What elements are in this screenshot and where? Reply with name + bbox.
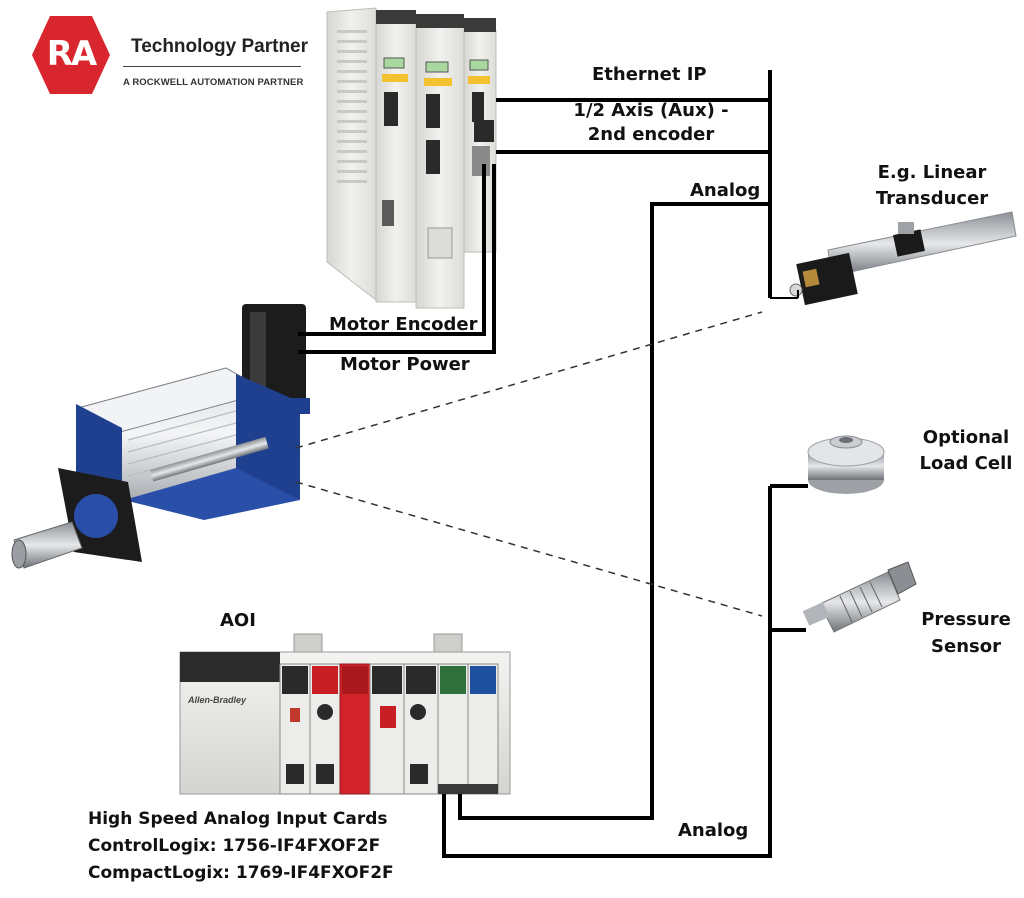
load-cell [807, 435, 885, 494]
cards-controllogix: ControlLogix: 1756-IF4FXOF2F [88, 836, 381, 857]
aux-label-line2: 2nd encoder [587, 124, 715, 145]
transducer-label-line1: E.g. Linear [877, 162, 987, 183]
servo-actuator [11, 304, 310, 569]
aoi-label: AOI [220, 610, 256, 631]
logo-subtitle: A ROCKWELL AUTOMATION PARTNER [123, 77, 304, 88]
linear-transducer [789, 211, 1017, 306]
mount-lines [295, 311, 763, 617]
servo-drive [326, 7, 497, 309]
analog-input-cards-note: High Speed Analog Input Cards ControlLog… [88, 806, 394, 888]
load-cell-label-line1: Optional [922, 427, 1010, 448]
analog-bottom-label: Analog [678, 820, 749, 841]
pressure-label-line1: Pressure [921, 609, 1011, 630]
logo-mark: RA [46, 34, 98, 74]
wiring [298, 70, 808, 858]
logo-divider [123, 66, 301, 67]
plc-rack [179, 633, 511, 795]
plc-brand-label: Allen-Bradley [187, 695, 247, 705]
motor-encoder-label: Motor Encoder [329, 314, 478, 335]
pressure-sensor [802, 561, 917, 633]
aux-label-line1: 1/2 Axis (Aux) - [573, 100, 729, 121]
cards-title: High Speed Analog Input Cards [88, 809, 388, 829]
analog-top-label: Analog [690, 180, 761, 201]
load-cell-label-line2: Load Cell [919, 453, 1013, 474]
logo-title: Technology Partner [131, 36, 309, 57]
motor-power-label: Motor Power [340, 354, 470, 375]
cards-compactlogix: CompactLogix: 1769-IF4FXOF2F [88, 863, 394, 884]
ethernet-ip-label: Ethernet IP [592, 64, 707, 85]
pressure-label-line2: Sensor [931, 636, 1001, 657]
ra-logo-icon [32, 16, 110, 94]
transducer-label-line2: Transducer [875, 188, 989, 209]
